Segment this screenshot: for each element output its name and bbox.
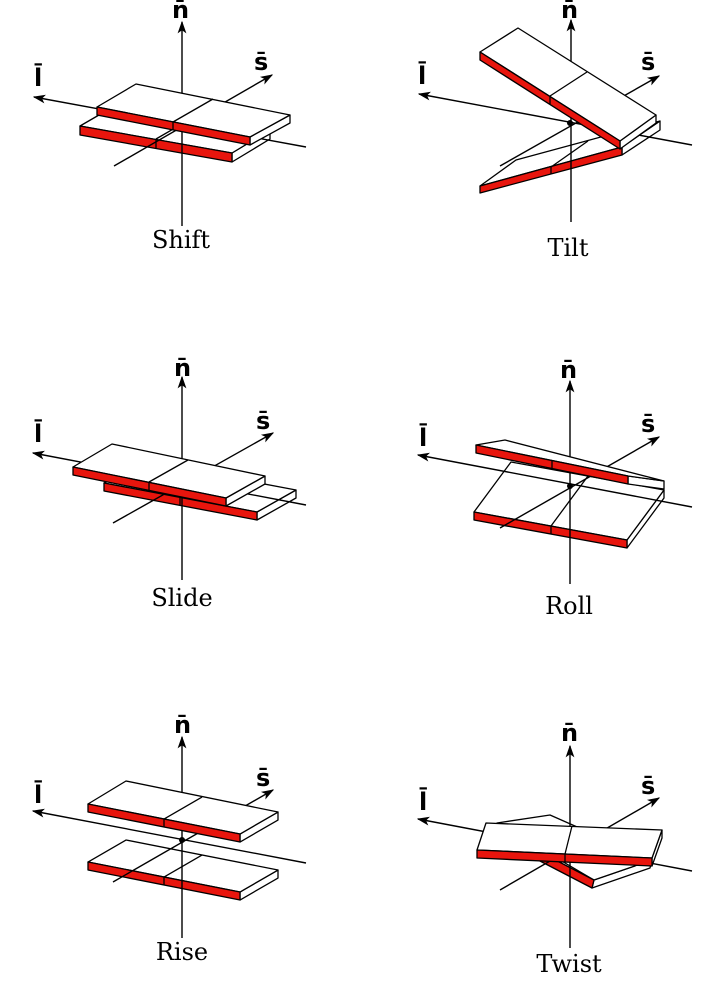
- panel-roll: n̄ l̄ s̄ Roll: [416, 356, 693, 620]
- l-axis: [31, 808, 307, 864]
- upper-base-pair-slab: [476, 822, 663, 867]
- upper-base-pair-slab: [479, 27, 657, 150]
- n-axis-label: n̄: [174, 711, 191, 739]
- upper-base-pair-slab: [96, 83, 291, 146]
- n-axis-label: n̄: [561, 0, 578, 24]
- l-axis-label: l̄: [419, 422, 427, 452]
- s-axis-label: s̄: [641, 772, 655, 800]
- s-axis-label: s̄: [641, 48, 655, 76]
- s-axis-label: s̄: [256, 764, 270, 792]
- panel-caption: Slide: [151, 584, 212, 612]
- panel-caption: Tilt: [547, 234, 588, 262]
- upper-base-pair-slab: [72, 443, 266, 507]
- n-axis-label: n̄: [174, 354, 191, 382]
- l-axis-label: l̄: [419, 786, 427, 816]
- l-axis: [416, 452, 693, 508]
- l-axis-label: l̄: [34, 418, 42, 448]
- upper-base-pair-slab: [87, 780, 279, 843]
- s-axis: [499, 436, 661, 529]
- panel-caption: Twist: [536, 950, 602, 978]
- n-axis-label: n̄: [172, 0, 189, 24]
- upper-base-pair-slab: [475, 439, 665, 490]
- panel-caption: Rise: [156, 938, 208, 966]
- origin-dot: [567, 120, 573, 126]
- s-axis-label: s̄: [254, 48, 268, 76]
- panel-slide: n̄ l̄ s̄ Slide: [31, 354, 307, 612]
- panel-caption: Shift: [152, 226, 210, 254]
- panel-caption: Roll: [545, 592, 593, 620]
- panel-shift: n̄ l̄ s̄ Shift: [32, 0, 307, 254]
- lower-base-pair-slab: [87, 839, 279, 901]
- panel-tilt: n̄ l̄ s̄ Tilt: [417, 0, 693, 262]
- panel-twist: n̄ l̄ s̄ Twist: [416, 719, 693, 978]
- n-axis-label: n̄: [561, 719, 578, 747]
- n-axis-label: n̄: [560, 356, 577, 384]
- l-axis: [417, 91, 693, 146]
- l-axis-label: l̄: [34, 62, 42, 92]
- l-axis-label: l̄: [34, 779, 42, 809]
- origin-dot: [567, 483, 573, 489]
- l-axis-label: l̄: [418, 60, 426, 90]
- origin-dot: [179, 837, 185, 843]
- panel-rise: n̄ l̄ s̄ Rise: [31, 711, 307, 966]
- s-axis-label: s̄: [256, 407, 270, 435]
- s-axis-label: s̄: [641, 410, 655, 438]
- axis-lines: [416, 379, 693, 584]
